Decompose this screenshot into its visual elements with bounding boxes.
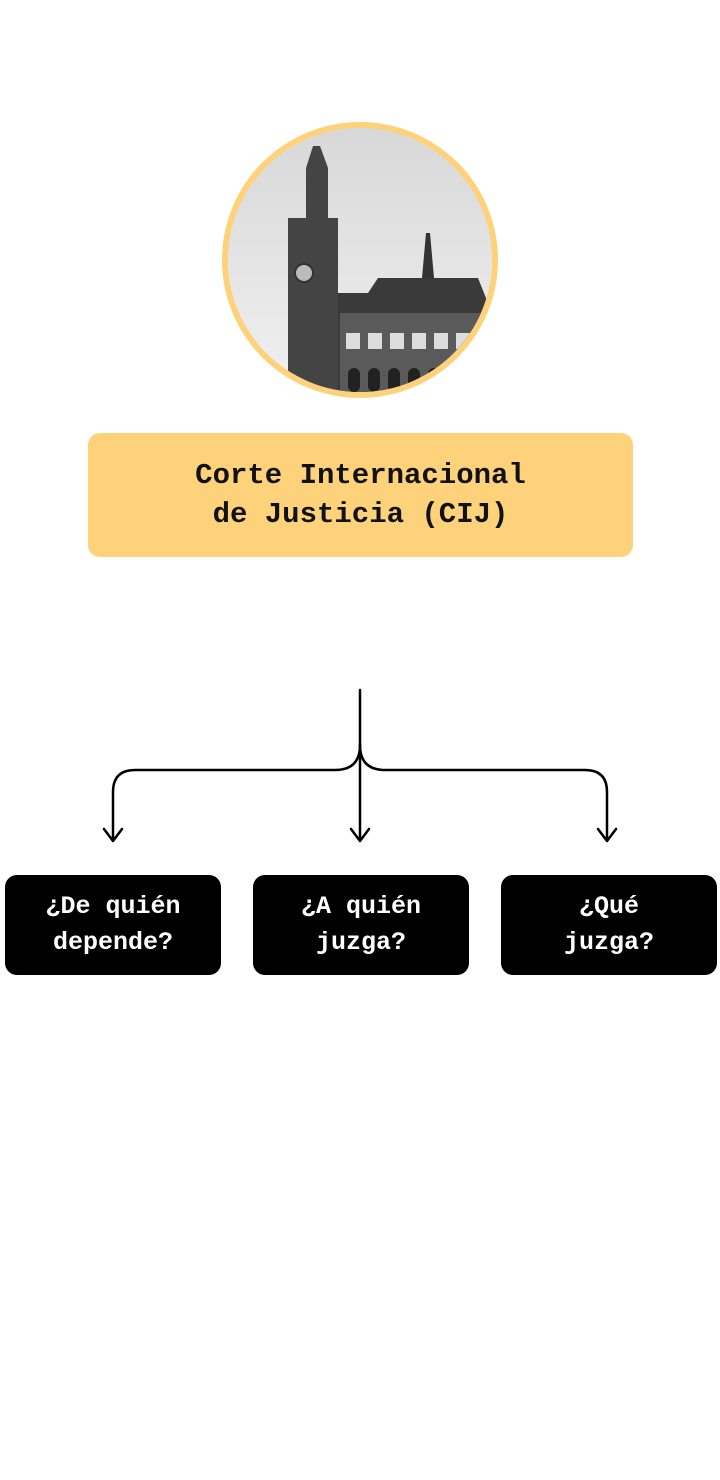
arrow-head-right-icon: [596, 827, 618, 843]
title-line-1: Corte Internacional: [195, 459, 526, 492]
title-box: Corte Internacional de Justicia (CIJ): [88, 433, 633, 557]
question-line-2: juzga?: [315, 928, 406, 957]
title-line-2: de Justicia (CIJ): [212, 498, 509, 531]
question-line-1: ¿Qué: [578, 892, 639, 921]
question-line-1: ¿De quién: [45, 892, 181, 921]
question-box-que: ¿Qué juzga?: [501, 875, 717, 975]
connector-left: [111, 743, 362, 842]
question-box-depende: ¿De quién depende?: [5, 875, 221, 975]
question-box-a-quien: ¿A quién juzga?: [253, 875, 469, 975]
building-photo: [222, 122, 498, 398]
question-line-1: ¿A quién: [300, 892, 422, 921]
arrow-head-left-icon: [102, 827, 124, 843]
question-line-2: depende?: [52, 928, 174, 957]
branch-connector: [102, 688, 618, 843]
arrow-head-center-icon: [349, 827, 371, 843]
connector-right: [358, 743, 609, 842]
question-line-2: juzga?: [563, 928, 654, 957]
